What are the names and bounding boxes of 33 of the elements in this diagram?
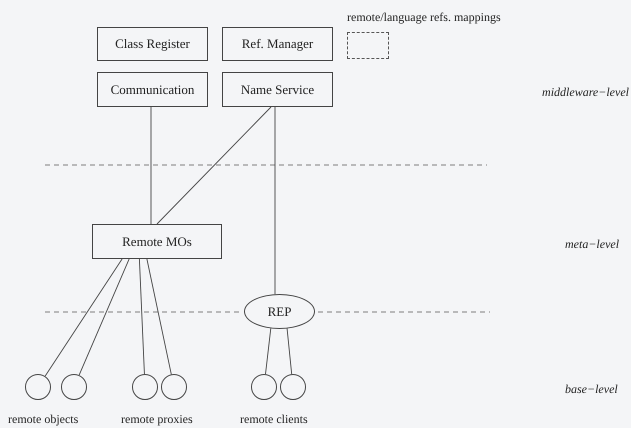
circle-node bbox=[61, 374, 87, 400]
group-label: remote proxies bbox=[121, 411, 193, 428]
node-label: Remote MOs bbox=[122, 232, 192, 251]
node-label: Name Service bbox=[240, 80, 314, 99]
node-label: Communication bbox=[110, 80, 194, 99]
circle-node bbox=[132, 374, 158, 400]
component-box bbox=[222, 72, 333, 107]
connector-line bbox=[44, 258, 123, 377]
node-label: Class Register bbox=[115, 35, 190, 54]
connector-line bbox=[265, 328, 272, 375]
connector-line bbox=[150, 106, 152, 224]
circle-node bbox=[280, 374, 306, 400]
node-label: Ref. Manager bbox=[242, 35, 314, 54]
group-label: remote clients bbox=[240, 411, 308, 428]
component-box bbox=[92, 224, 222, 259]
circle-node bbox=[251, 374, 277, 400]
legend-label: remote/language refs. mappings bbox=[347, 9, 501, 26]
connector-line bbox=[78, 258, 130, 376]
group-label: remote objects bbox=[8, 411, 78, 428]
level-label: base−level bbox=[565, 381, 618, 398]
component-box bbox=[97, 27, 208, 61]
connector-line bbox=[146, 258, 172, 375]
circle-node bbox=[25, 374, 51, 400]
connector-line bbox=[138, 258, 145, 374]
level-label: middleware−level bbox=[542, 84, 629, 101]
connector-line bbox=[286, 328, 292, 375]
connector-line bbox=[274, 106, 276, 295]
component-box bbox=[222, 27, 333, 61]
connector-line bbox=[156, 106, 272, 224]
component-box bbox=[97, 72, 208, 107]
level-label: meta−level bbox=[565, 236, 620, 253]
circle-node bbox=[161, 374, 187, 400]
node-label: REP bbox=[268, 302, 292, 321]
